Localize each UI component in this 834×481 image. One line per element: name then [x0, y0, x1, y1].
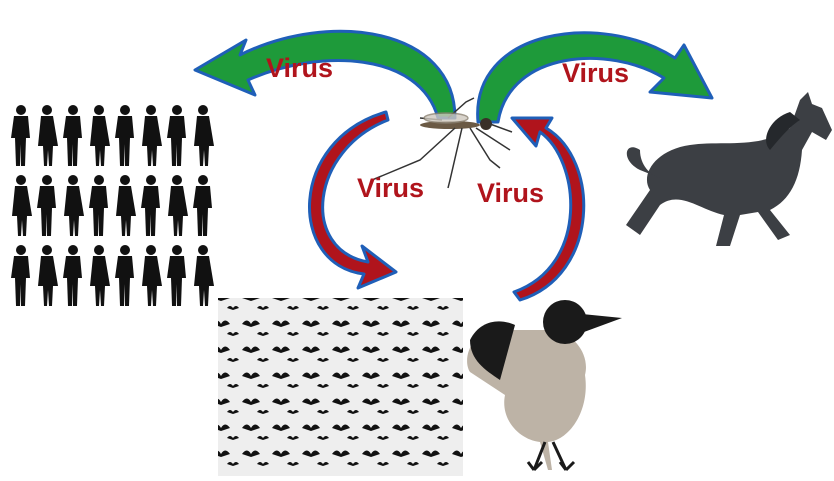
person-silhouette [63, 105, 82, 166]
arrow-to-birds [308, 110, 398, 290]
horse-image [626, 92, 832, 246]
people-crowd-image [11, 105, 214, 306]
mosquito-icon [371, 97, 513, 189]
arrow-from-crow [510, 116, 586, 302]
person-silhouette [116, 175, 136, 236]
person-silhouette [142, 245, 162, 306]
person-silhouette [38, 245, 58, 306]
person-silhouette [37, 175, 56, 236]
person-silhouette [167, 245, 186, 306]
arrow-to-horse [476, 31, 714, 124]
person-silhouette [194, 105, 214, 166]
arrow-to-people [193, 29, 457, 120]
person-silhouette [11, 105, 30, 166]
person-silhouette [90, 105, 110, 166]
bird-flock-image [218, 298, 463, 476]
virus-label-to-birds: Virus [357, 173, 425, 203]
person-silhouette [11, 245, 30, 306]
person-silhouette [89, 175, 108, 236]
person-silhouette [64, 175, 84, 236]
person-silhouette [115, 245, 134, 306]
person-silhouette [12, 175, 32, 236]
person-silhouette [168, 175, 188, 236]
person-silhouette [141, 175, 160, 236]
person-silhouette [38, 105, 58, 166]
person-silhouette [115, 105, 134, 166]
person-silhouette [63, 245, 82, 306]
person-silhouette [142, 105, 162, 166]
person-silhouette [194, 245, 214, 306]
person-silhouette [193, 175, 212, 236]
person-silhouette [167, 105, 186, 166]
virus-label-from-crow: Virus [477, 178, 545, 208]
virus-label-to-horse: Virus [562, 58, 630, 88]
virus-label-to-people: Virus [266, 53, 334, 83]
hooded-crow-image [467, 300, 622, 472]
person-silhouette [90, 245, 110, 306]
